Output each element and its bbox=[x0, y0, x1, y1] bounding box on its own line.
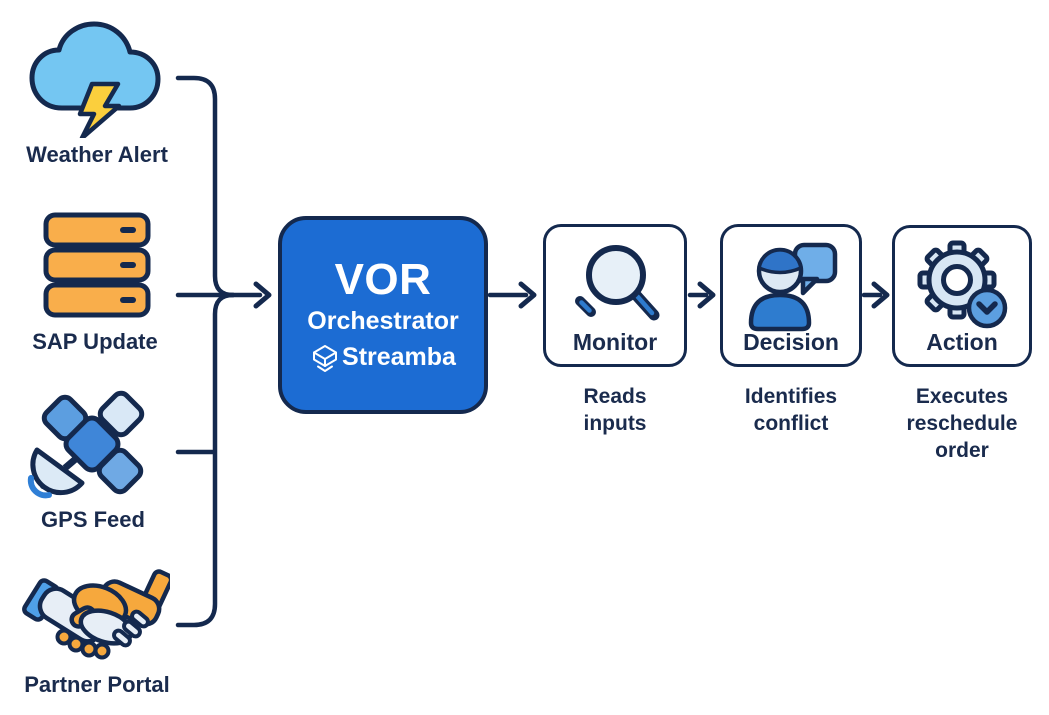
stage-box-decision: Decision bbox=[720, 224, 862, 367]
source-label-partner-portal: Partner Portal bbox=[24, 672, 170, 697]
source-label-sap-update: SAP Update bbox=[32, 329, 158, 354]
person-chat-icon bbox=[748, 242, 838, 332]
stage-label-action: Action bbox=[926, 329, 998, 355]
magnifier-icon bbox=[575, 245, 660, 321]
stage-label-decision: Decision bbox=[743, 329, 839, 355]
source-label-gps-feed: GPS Feed bbox=[41, 507, 145, 532]
orchestrator-box: VOR Orchestrator Streamba bbox=[278, 216, 488, 414]
connector-partner-merge bbox=[175, 292, 236, 628]
orchestrator-title: VOR bbox=[334, 255, 432, 305]
handshake-icon bbox=[22, 569, 170, 660]
satellite-icon bbox=[27, 390, 145, 499]
brand-name: Streamba bbox=[342, 343, 456, 372]
stage-caption-decision: Identifies conflict bbox=[744, 385, 838, 435]
stage-caption-monitor: Reads inputs bbox=[583, 385, 647, 435]
arrowhead-monitor bbox=[518, 281, 537, 309]
arrowhead-decision bbox=[697, 281, 716, 309]
arrowhead-to-orchestrator bbox=[253, 281, 272, 309]
stage-caption-action: Executes reschedule order bbox=[906, 385, 1018, 462]
connector-weather-merge bbox=[175, 75, 236, 298]
arrowhead-action bbox=[871, 281, 890, 309]
streamba-cube-icon bbox=[313, 344, 338, 372]
orchestrator-subtitle: Orchestrator bbox=[307, 306, 459, 335]
source-label-weather-alert: Weather Alert bbox=[26, 142, 168, 167]
gear-check-icon bbox=[917, 240, 1008, 329]
stage-box-monitor: Monitor bbox=[543, 224, 687, 367]
stage-box-action: Action bbox=[892, 225, 1032, 367]
stage-label-monitor: Monitor bbox=[572, 329, 658, 355]
server-stack-icon bbox=[43, 212, 151, 318]
storm-cloud-icon bbox=[29, 21, 161, 138]
brand-row: Streamba bbox=[310, 343, 456, 373]
